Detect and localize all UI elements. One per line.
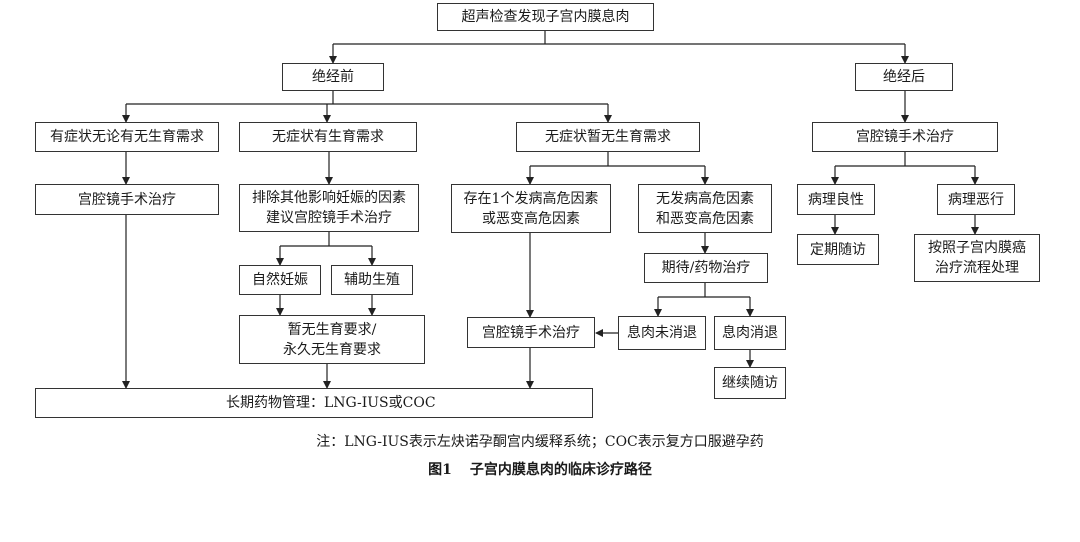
node-benign: 病理良性	[797, 184, 875, 215]
node-root: 超声检查发现子宫内膜息肉	[437, 3, 654, 31]
caption-number: 图1	[428, 462, 452, 478]
node-hysteroscopy-symptomatic: 宫腔镜手术治疗	[35, 184, 219, 215]
node-no-high-risk: 无发病高危因素 和恶变高危因素	[638, 184, 772, 233]
node-hysteroscopy-mid: 宫腔镜手术治疗	[467, 317, 595, 348]
node-exclude-factors: 排除其他影响妊娠的因素 建议宫腔镜手术治疗	[239, 184, 419, 232]
node-postmenopause: 绝经后	[855, 63, 953, 91]
node-no-fertility-need: 暂无生育要求/ 永久无生育要求	[239, 315, 425, 364]
node-symptomatic: 有症状无论有无生育需求	[35, 122, 219, 152]
node-continue-followup: 继续随访	[714, 367, 786, 399]
caption-title: 子宫内膜息肉的临床诊疗路径	[469, 462, 652, 478]
node-asymptomatic-fertility: 无症状有生育需求	[239, 122, 417, 152]
node-assisted-reproduction: 辅助生殖	[331, 265, 413, 295]
node-high-risk: 存在1个发病高危因素 或恶变高危因素	[451, 184, 611, 233]
node-followup-regular: 定期随访	[797, 234, 879, 265]
node-expectant: 期待/药物治疗	[644, 253, 768, 283]
node-asymptomatic-no-fertility: 无症状暂无生育需求	[516, 122, 700, 152]
node-polyp-persist: 息肉未消退	[618, 316, 706, 350]
node-natural-pregnancy: 自然妊娠	[239, 265, 321, 295]
node-premenopause: 绝经前	[282, 63, 384, 91]
node-hysteroscopy-post: 宫腔镜手术治疗	[812, 122, 998, 152]
node-polyp-resolved: 息肉消退	[714, 316, 786, 350]
node-malignant: 病理恶行	[937, 184, 1015, 215]
node-endometrial-cancer-protocol: 按照子宫内膜癌 治疗流程处理	[914, 234, 1040, 282]
node-long-term: 长期药物管理：LNG-IUS或COC	[35, 388, 593, 418]
figure-note: 注：LNG-IUS表示左炔诺孕酮宫内缓释系统；COC表示复方口服避孕药	[316, 434, 764, 450]
figure-caption: 图1 子宫内膜息肉的临床诊疗路径	[0, 460, 1080, 480]
